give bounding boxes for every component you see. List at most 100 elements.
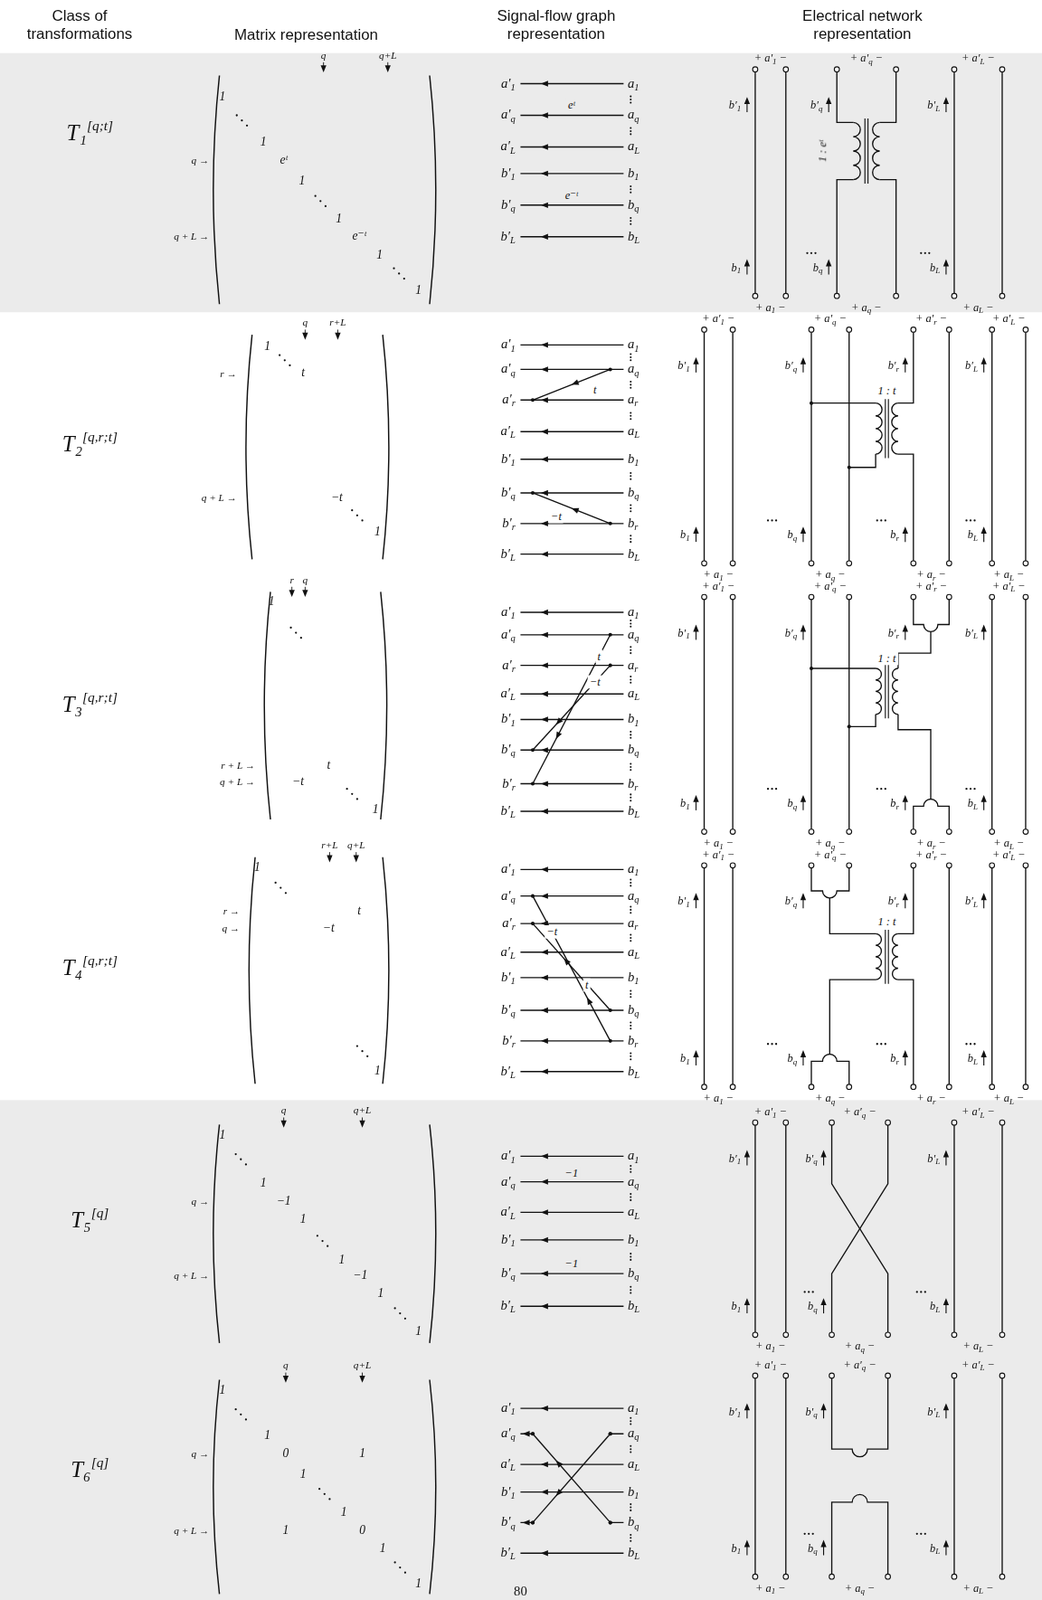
terminal — [846, 560, 853, 567]
port-current: b′q — [785, 894, 797, 908]
column-marker: q+L — [353, 1104, 372, 1117]
label-part: b — [627, 968, 635, 985]
input-signal: aq — [627, 1426, 640, 1442]
diagonal-dots — [319, 199, 322, 202]
input-signal: bq — [627, 1003, 640, 1019]
matrix-bracket — [248, 857, 256, 1084]
ellipsis-dot — [804, 1533, 806, 1535]
label-part: q — [813, 1410, 817, 1420]
label-part: a — [927, 568, 933, 581]
label-part: a — [627, 423, 635, 439]
terminal — [999, 1373, 1005, 1379]
label-part: b — [680, 528, 686, 541]
label-part: q — [634, 491, 639, 502]
label-part: a′ — [501, 1425, 512, 1441]
terminal — [829, 1119, 835, 1126]
label-part: a — [766, 1581, 772, 1595]
arrow-head — [540, 949, 549, 956]
ellipsis-dot — [629, 411, 632, 414]
label-part: a — [627, 685, 635, 701]
terminal — [910, 560, 917, 567]
label-part: q — [634, 1180, 639, 1191]
port-voltage: + a′1 − — [701, 579, 735, 593]
label-part: − — [724, 312, 735, 325]
ellipsis-dot — [969, 519, 972, 521]
label-part: a — [627, 656, 635, 673]
output-signal: b′r — [502, 1032, 516, 1049]
matrix-entry: 1 — [260, 1176, 267, 1192]
terminal — [833, 66, 840, 73]
label-part: L — [510, 1070, 516, 1080]
label-part: + — [814, 579, 825, 593]
label-part: r → — [219, 367, 237, 379]
arrow-head — [540, 1178, 549, 1185]
diagonal-dots — [324, 205, 327, 208]
label-part: a — [627, 1456, 635, 1472]
ellipsis-dot — [812, 1533, 815, 1535]
ellipsis-dot — [805, 252, 808, 255]
junction-dot — [530, 1520, 535, 1525]
terminal — [752, 1119, 758, 1126]
terminal — [951, 1573, 957, 1580]
port-voltage: + a′q − — [814, 847, 847, 861]
ellipsis-dot — [629, 188, 632, 190]
junction-dot — [608, 521, 613, 526]
transformer-core — [884, 398, 886, 458]
ellipsis-dot — [629, 478, 632, 481]
signal-branch — [520, 1306, 624, 1308]
label-part: 1 — [511, 457, 516, 468]
label-part: q — [511, 1521, 516, 1532]
label-part: L — [979, 56, 985, 67]
label-part: a′ — [501, 1147, 512, 1164]
ellipsis-dot — [629, 507, 632, 510]
label-part: 1 — [720, 852, 725, 863]
label-part: b — [627, 483, 635, 500]
terminal — [910, 327, 917, 333]
terminal — [752, 293, 758, 299]
terminal — [946, 829, 952, 835]
terminal — [946, 594, 952, 600]
label-part: L — [510, 1551, 516, 1562]
label-part: T₆ — [70, 1456, 91, 1482]
ellipsis-dot — [629, 1252, 632, 1255]
current-arrow-head — [825, 259, 832, 267]
current-arrow-head — [820, 1402, 826, 1411]
label-part: b — [929, 260, 936, 274]
input-signal: aL — [627, 686, 640, 702]
label-part: a — [627, 138, 635, 154]
label-part: + — [961, 1105, 972, 1118]
label-part: r — [511, 663, 516, 674]
column-marker: q+L — [353, 1359, 372, 1372]
label-part: [q,r;t] — [82, 429, 118, 446]
coupling-branch — [532, 634, 611, 785]
label-part: L — [973, 364, 978, 374]
ellipsis-dot — [629, 909, 632, 911]
signal-branch — [520, 810, 624, 812]
label-part: e⁻ᵗ — [351, 228, 366, 244]
terminal — [701, 829, 708, 835]
label-part: L — [935, 1305, 940, 1315]
diagonal-dots — [239, 1413, 242, 1416]
matrix-entry: 1 — [254, 860, 261, 875]
matrix-bracket — [429, 75, 436, 304]
label-part: r+L — [321, 839, 338, 851]
label-part: q — [511, 748, 516, 758]
label-part: b′ — [677, 625, 686, 639]
port-wire — [1001, 1375, 1003, 1577]
terminal — [885, 1119, 891, 1126]
label-part: b — [787, 528, 794, 541]
terminal — [951, 1373, 957, 1379]
port-voltage: + a′1 − — [754, 51, 787, 65]
label-part: a′ — [972, 1357, 981, 1371]
diagonal-dots — [398, 1566, 401, 1569]
label-part: − — [775, 1339, 786, 1353]
diagonal-dots — [316, 1234, 319, 1237]
label-part: a′ — [500, 423, 511, 439]
label-part: q — [793, 899, 797, 910]
arrow-head — [522, 1430, 531, 1437]
arrow-head — [540, 780, 549, 787]
marker-arrow-head — [359, 1120, 365, 1128]
input-signal: aq — [627, 107, 640, 124]
output-signal: b′L — [500, 1298, 515, 1315]
port-current: bq — [807, 1299, 818, 1313]
